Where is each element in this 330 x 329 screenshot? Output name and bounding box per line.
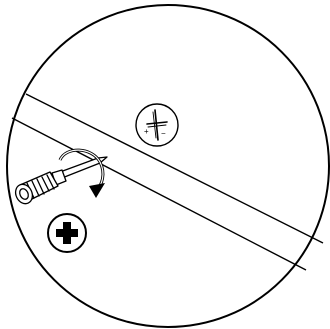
screw-minus-mark: − <box>161 129 166 138</box>
plus-badge-icon <box>48 214 86 252</box>
screw-plus-mark: + <box>144 127 149 136</box>
round-screw-icon: + − <box>136 104 178 146</box>
